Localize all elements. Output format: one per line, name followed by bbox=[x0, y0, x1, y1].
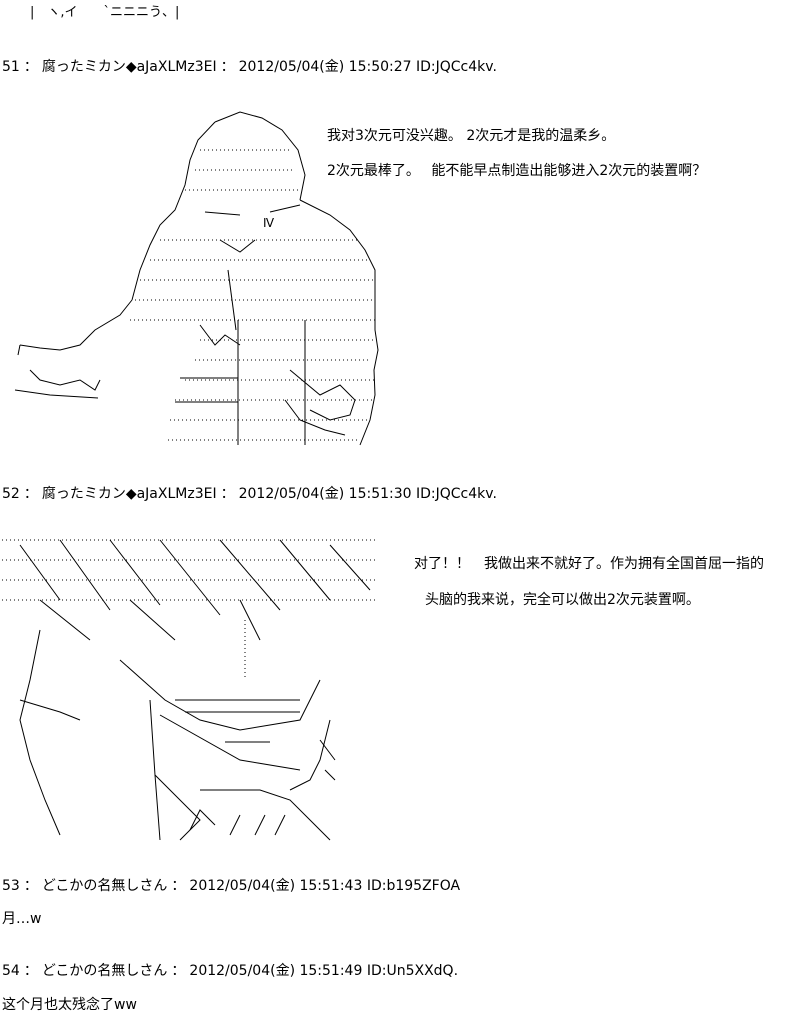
art-label: Ⅳ bbox=[263, 216, 275, 230]
post-number: 53 bbox=[2, 878, 20, 894]
post-header-53: 53：どこかの名無しさん：2012/05/04(金) 15:51:43 ID:b… bbox=[2, 877, 460, 895]
trip-code: ◆aJaXLMz3EI bbox=[125, 59, 217, 75]
post-id[interactable]: ID:JQCc4kv. bbox=[416, 486, 497, 502]
poster-name[interactable]: どこかの名無しさん bbox=[41, 878, 168, 894]
post-date: 2012/05/04(金) 15:51:49 bbox=[189, 963, 363, 979]
poster-name[interactable]: どこかの名無しさん bbox=[41, 963, 168, 979]
post-line-51-2: 2次元最棒了。 能不能早点制造出能够进入2次元的装置啊？ bbox=[327, 163, 707, 179]
post-line-54-1: 这个月也太残念了ww bbox=[2, 997, 137, 1013]
post-header-54: 54：どこかの名無しさん：2012/05/04(金) 15:51:49 ID:U… bbox=[2, 962, 458, 980]
post-id[interactable]: ID:JQCc4kv. bbox=[416, 59, 497, 75]
post-number: 54 bbox=[2, 963, 20, 979]
post-date: 2012/05/04(金) 15:51:30 bbox=[238, 486, 412, 502]
poster-name[interactable]: 腐ったミカン bbox=[41, 486, 126, 502]
post-id[interactable]: ID:b195ZFOA bbox=[366, 878, 461, 894]
separator: ： bbox=[171, 878, 186, 894]
post-line-53-1: 月…w bbox=[2, 911, 42, 927]
separator: ： bbox=[23, 963, 38, 979]
post-header-52: 52：腐ったミカン◆aJaXLMz3EI：2012/05/04(金) 15:51… bbox=[2, 485, 497, 503]
post-id[interactable]: ID:Un5XXdQ. bbox=[366, 963, 459, 979]
separator: ： bbox=[23, 486, 38, 502]
post-line-52-2: 头脑的我来说，完全可以做出2次元装置啊。 bbox=[425, 592, 700, 608]
post-date: 2012/05/04(金) 15:50:27 bbox=[238, 59, 412, 75]
separator: ： bbox=[171, 963, 186, 979]
separator: ： bbox=[23, 878, 38, 894]
post-date: 2012/05/04(金) 15:51:43 bbox=[189, 878, 363, 894]
post-header-51: 51：腐ったミカン◆aJaXLMz3EI：2012/05/04(金) 15:50… bbox=[2, 58, 497, 76]
ascii-fragment-top: | ヽ,イ `ニニニう、| bbox=[30, 5, 180, 20]
separator: ： bbox=[220, 486, 235, 502]
separator: ： bbox=[220, 59, 235, 75]
post-line-51-1: 我对3次元可没兴趣。 2次元才是我的温柔乡。 bbox=[327, 128, 616, 144]
post-number: 51 bbox=[2, 59, 20, 75]
poster-name[interactable]: 腐ったミカン bbox=[41, 59, 126, 75]
trip-code: ◆aJaXLMz3EI bbox=[125, 486, 217, 502]
separator: ： bbox=[23, 59, 38, 75]
post-number: 52 bbox=[2, 486, 20, 502]
post-line-52-1: 对了！！ 我做出来不就好了。作为拥有全国首屈一指的 bbox=[414, 556, 764, 572]
